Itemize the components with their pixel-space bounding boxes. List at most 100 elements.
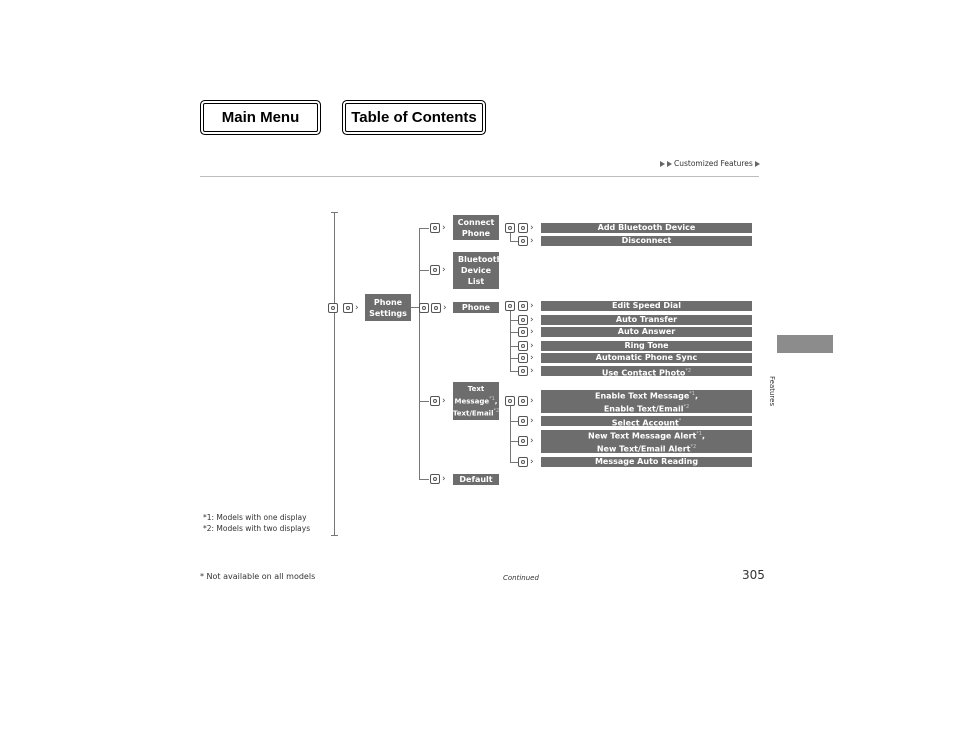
message-auto-reading-item: Message Auto Reading <box>541 457 752 467</box>
text-email-label: Text/Email <box>452 409 494 418</box>
enable-text-email-line: Enable Text/Email*2 <box>541 402 752 415</box>
branch-line <box>419 270 429 271</box>
footnote: *2: Models with two displays <box>203 524 311 533</box>
branch-line <box>510 421 518 422</box>
enable-text-message-line: Enable Text Message*1, <box>594 390 699 401</box>
arrow-right-icon: › <box>530 315 534 325</box>
arrow-right-icon: › <box>530 341 534 351</box>
text-email-line: Text/Email*2 <box>453 406 499 418</box>
new-text-message-alert-label: New Text Message Alert <box>588 431 697 441</box>
home-icon <box>505 301 515 311</box>
tree-main-axis <box>334 212 335 536</box>
footnote-mark: *2 <box>493 408 500 414</box>
arrow-right-icon: › <box>442 474 446 484</box>
new-text-message-alert-line: New Text Message Alert*1, <box>588 430 705 441</box>
table-of-contents-button[interactable]: Table of Contents <box>345 103 483 132</box>
footnote-mark: *2 <box>685 368 692 374</box>
menu-icon <box>518 353 528 363</box>
connect-phone-node: Connect Phone <box>453 215 499 240</box>
branch-line <box>510 320 518 321</box>
menu-icon <box>518 457 528 467</box>
new-text-email-alert-line: New Text/Email Alert*2 <box>541 442 752 455</box>
branch-line <box>510 332 518 333</box>
menu-icon <box>431 303 441 313</box>
arrow-right-icon: › <box>442 223 446 233</box>
select-account-label: Select Account <box>611 418 679 428</box>
arrow-right-icon: › <box>355 303 359 313</box>
section-tab[interactable] <box>777 335 833 353</box>
menu-icon <box>518 327 528 337</box>
ring-tone-item: Ring Tone <box>541 341 752 351</box>
breadcrumb-arrow-icon <box>754 160 760 167</box>
automatic-phone-sync-item: Automatic Phone Sync <box>541 353 752 363</box>
footnote-mark: *2 <box>690 443 697 450</box>
menu-icon <box>518 436 528 446</box>
branch-line <box>510 358 518 359</box>
breadcrumb-section[interactable]: Customized Features <box>674 159 753 168</box>
breadcrumb: Customized Features <box>660 159 760 168</box>
home-icon <box>328 303 338 313</box>
arrow-right-icon: › <box>530 327 534 337</box>
footnote-mark: *1 <box>689 390 695 397</box>
continued-link[interactable]: Continued <box>503 574 539 582</box>
menu-icon <box>430 223 440 233</box>
menu-icon <box>430 265 440 275</box>
menu-icon <box>518 223 528 233</box>
edit-speed-dial-item: Edit Speed Dial <box>541 301 752 311</box>
bluetooth-device-list-label: Bluetooth Device List <box>458 255 503 286</box>
breadcrumb-arrow-icon <box>667 160 672 167</box>
arrow-right-icon: › <box>530 301 534 311</box>
auto-answer-item: Auto Answer <box>541 327 752 337</box>
footnote: *1: Models with one display <box>203 513 307 522</box>
menu-icon <box>343 303 353 313</box>
menu-icon <box>430 474 440 484</box>
new-text-email-alert-label: New Text/Email Alert <box>596 444 691 454</box>
phone-settings-node: Phone Settings <box>365 294 411 321</box>
connect-phone-label: Connect Phone <box>457 217 495 238</box>
auto-transfer-item: Auto Transfer <box>541 315 752 325</box>
bluetooth-device-list-node: Bluetooth Device List <box>453 252 503 289</box>
header-divider <box>200 176 759 177</box>
menu-icon <box>518 236 528 246</box>
axis-cap <box>331 212 338 213</box>
menu-icon <box>518 416 528 426</box>
home-icon <box>505 396 515 406</box>
enable-text-email-label: Enable Text/Email <box>603 404 684 414</box>
branch-line <box>510 241 518 242</box>
branch-line <box>510 462 518 463</box>
select-account-item: Select Account* <box>541 416 752 428</box>
phone-settings-label: Phone Settings <box>369 297 407 318</box>
arrow-right-icon: › <box>530 416 534 426</box>
arrow-right-icon: › <box>530 353 534 363</box>
branch-connector <box>510 405 511 462</box>
level1-connector <box>419 228 420 480</box>
footnote-mark: *1 <box>696 430 702 437</box>
text-message-line: Text Message*1, <box>454 384 498 405</box>
new-text-message-alert-item: New Text Message Alert*1, New Text/Email… <box>541 430 752 453</box>
branch-line <box>419 479 429 480</box>
branch-line <box>510 371 518 372</box>
main-menu-button[interactable]: Main Menu <box>203 103 318 132</box>
home-icon <box>419 303 429 313</box>
footnote-mark: *1 <box>489 395 495 402</box>
arrow-right-icon: › <box>530 436 534 446</box>
arrow-right-icon: › <box>530 396 534 406</box>
footnote-mark: * <box>678 418 682 424</box>
menu-icon <box>518 396 528 406</box>
menu-icon <box>518 341 528 351</box>
arrow-right-icon: › <box>442 265 446 275</box>
availability-note: * Not available on all models <box>200 572 316 581</box>
branch-line <box>419 228 429 229</box>
menu-icon <box>518 366 528 376</box>
arrow-right-icon: › <box>530 457 534 467</box>
branch-line <box>419 401 429 402</box>
text-message-label: Text Message <box>454 384 490 405</box>
arrow-right-icon: › <box>530 223 534 233</box>
disconnect-item: Disconnect <box>541 236 752 246</box>
footnotes: *1: Models with one display *2: Models w… <box>203 512 310 534</box>
breadcrumb-arrow-icon <box>660 160 665 167</box>
arrow-right-icon: › <box>442 396 446 406</box>
use-contact-photo-label: Use Contact Photo <box>601 368 686 378</box>
text-message-node: Text Message*1, Text/Email*2 <box>453 382 499 420</box>
home-icon <box>505 223 515 233</box>
